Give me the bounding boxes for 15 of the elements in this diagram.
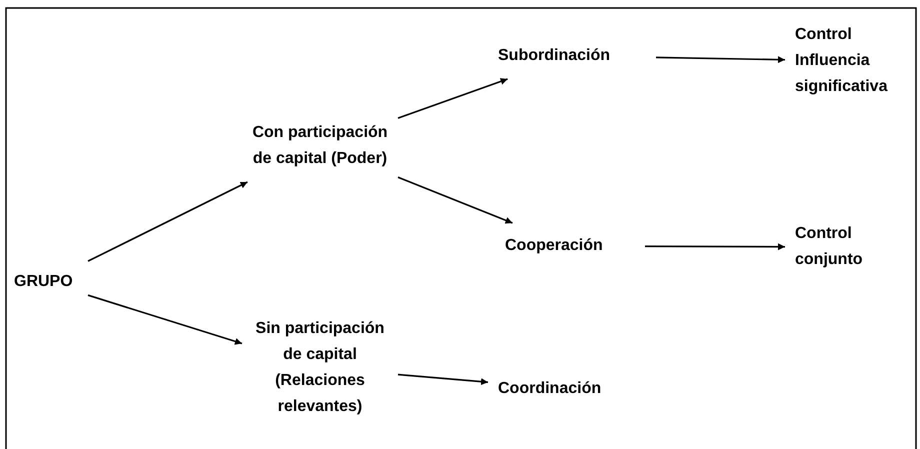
- arrow: [656, 56, 786, 64]
- node-label: Subordinación: [498, 46, 611, 66]
- node-label: Con participación de capital (Poder): [252, 123, 388, 169]
- node-label: Coordinación: [498, 379, 602, 399]
- arrow: [88, 181, 248, 262]
- node-label: Sin participación de capital (Relaciones relevantes): [254, 319, 386, 417]
- node-label: Control conjunto: [795, 224, 864, 270]
- arrow: [398, 78, 508, 119]
- node-label: GRUPO: [14, 272, 74, 292]
- node-label: Cooperación: [505, 236, 604, 256]
- arrow: [398, 374, 488, 386]
- arrow: [88, 294, 242, 345]
- arrow: [398, 176, 513, 224]
- node-label: Control Influencia significativa: [795, 25, 889, 97]
- arrow: [645, 243, 785, 250]
